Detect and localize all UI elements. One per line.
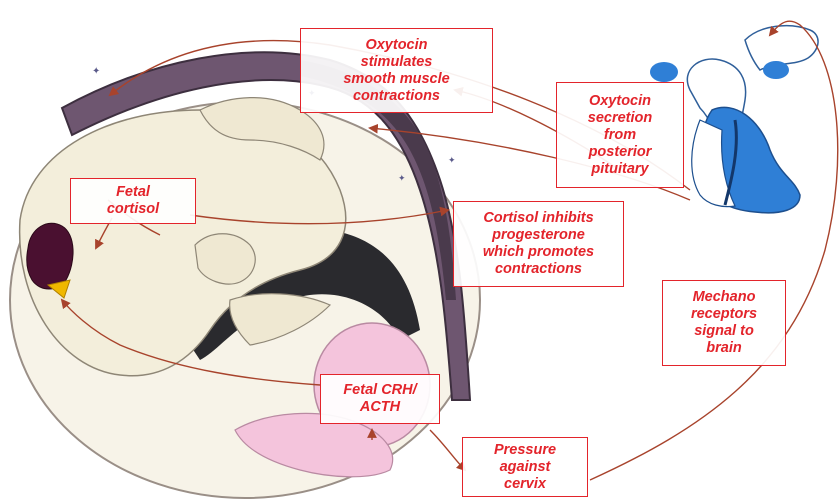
label-pressure-cervix: Pressure against cervix — [462, 437, 588, 497]
decor-star-1: ✦ — [92, 66, 100, 77]
label-line: pituitary — [591, 161, 648, 178]
label-line: cortisol — [107, 201, 159, 218]
fetal-adrenal — [27, 223, 73, 289]
label-mechano-receptors: Mechano receptors signal to brain — [662, 280, 786, 366]
label-line: smooth muscle — [343, 71, 449, 88]
label-line: cervix — [504, 476, 546, 493]
label-line: Fetal CRH/ — [343, 382, 416, 399]
label-line: receptors — [691, 306, 757, 323]
label-fetal-crh-acth: Fetal CRH/ ACTH — [320, 374, 440, 424]
label-fetal-cortisol: Fetal cortisol — [70, 178, 196, 224]
label-line: which promotes — [483, 244, 594, 261]
pituitary-lobe-small — [763, 61, 789, 79]
label-line: from — [604, 127, 636, 144]
label-line: contractions — [495, 261, 582, 278]
label-line: signal to — [694, 323, 754, 340]
label-line: brain — [706, 340, 741, 357]
label-oxytocin-stimulates: Oxytocin stimulates smooth muscle contra… — [300, 28, 493, 113]
label-line: progesterone — [492, 227, 585, 244]
label-line: Oxytocin — [365, 37, 427, 54]
label-cortisol-inhibits: Cortisol inhibits progesterone which pro… — [453, 201, 624, 287]
label-line: Oxytocin — [589, 93, 651, 110]
label-line: secretion — [588, 110, 652, 127]
pituitary-lobe-left — [650, 62, 678, 82]
label-line: against — [500, 459, 551, 476]
label-line: Fetal — [116, 184, 150, 201]
label-line: Mechano — [693, 289, 756, 306]
label-line: posterior — [589, 144, 652, 161]
label-oxytocin-secretion: Oxytocin secretion from posterior pituit… — [556, 82, 684, 188]
label-line: Pressure — [494, 442, 556, 459]
label-line: contractions — [353, 88, 440, 105]
decor-star-3: ✦ — [448, 155, 456, 165]
label-line: stimulates — [361, 54, 433, 71]
arrow-pressure — [430, 430, 465, 470]
label-line: ACTH — [360, 399, 400, 416]
label-line: Cortisol inhibits — [483, 210, 593, 227]
decor-star-4: ✦ — [398, 173, 406, 183]
